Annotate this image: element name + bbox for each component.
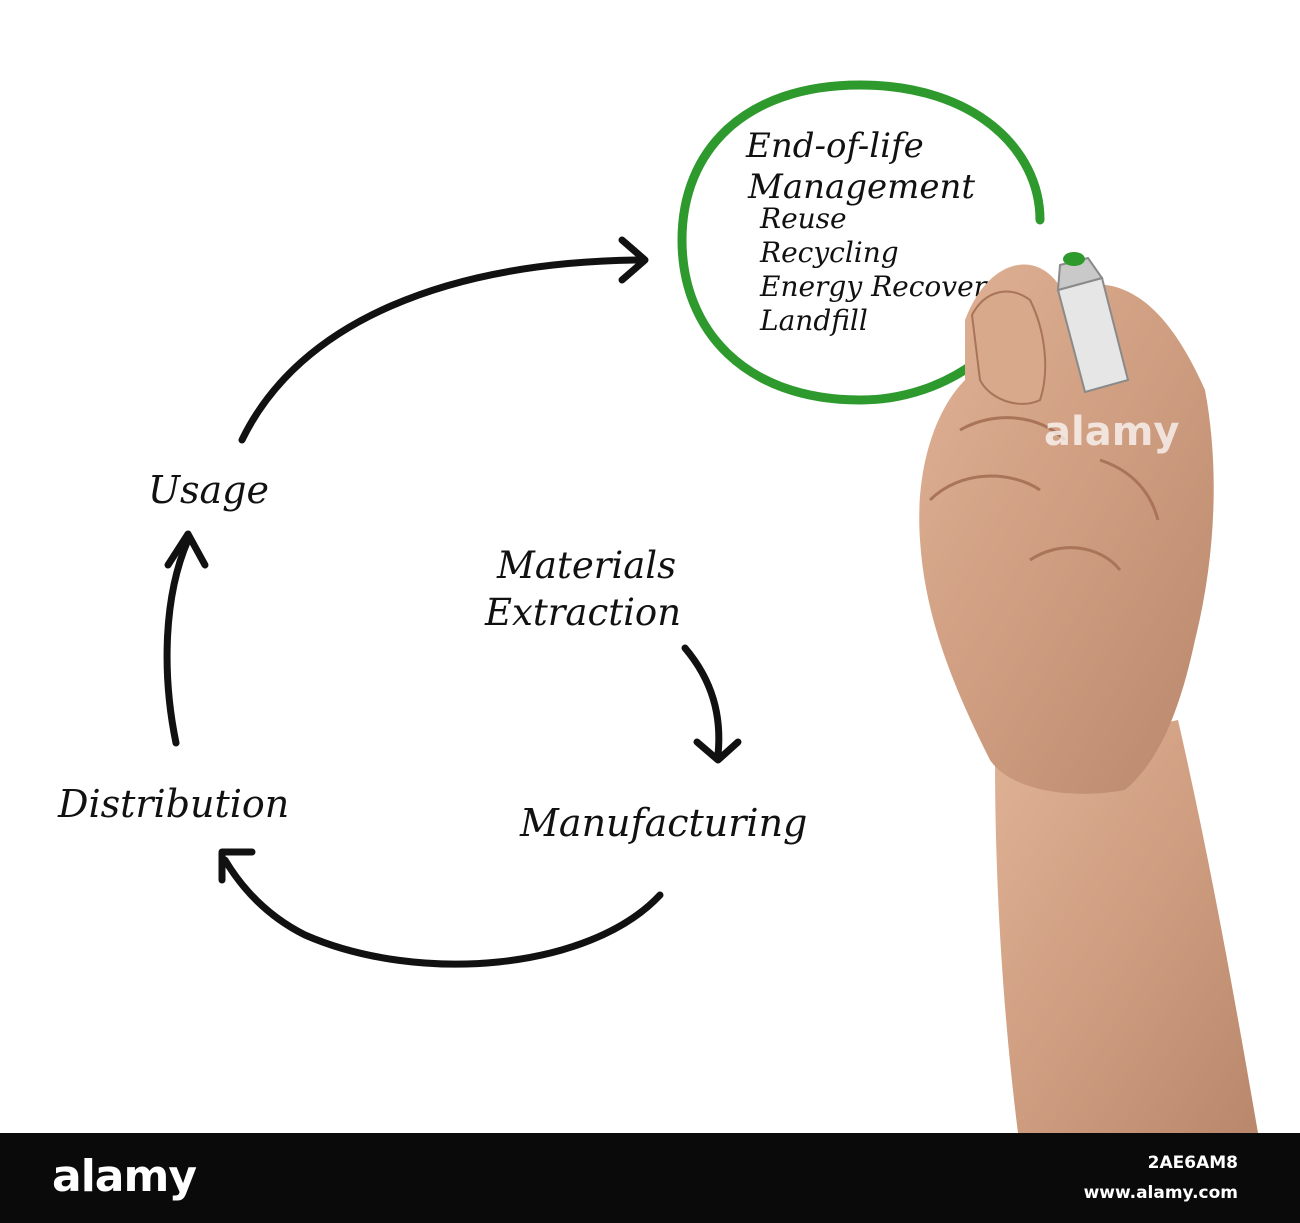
alamy-logo: alamy	[52, 1151, 197, 1202]
hand-with-marker: alamy	[919, 252, 1258, 1133]
end-of-life-item: Landfill	[759, 304, 868, 337]
arrow-materials-to-manufacturing	[681, 644, 742, 764]
image-id: 2AE6AM8	[1147, 1153, 1238, 1173]
stage-label-manufacturing: Manufacturing	[519, 801, 807, 845]
stage-label-distribution: Distribution	[57, 782, 289, 826]
diagram-canvas: Usage Materials Extraction Distribution …	[57, 80, 1258, 1133]
arrow-distribution-to-usage	[163, 530, 209, 747]
end-of-life-item: Recycling	[759, 236, 899, 269]
arrow-usage-to-end-of-life	[238, 236, 649, 444]
site-url: www.alamy.com	[1083, 1183, 1238, 1203]
end-of-life-circle	[677, 80, 1045, 405]
end-of-life-title-line1: End-of-life	[745, 126, 924, 166]
footer-bar: alamy 2AE6AM8 www.alamy.com	[0, 1133, 1300, 1223]
stage-label-materials-line1: Materials	[496, 544, 676, 587]
end-of-life-item: Energy Recovery	[759, 270, 1004, 303]
stage-label-usage: Usage	[148, 468, 269, 512]
stage-label-materials-line2: Extraction	[484, 591, 681, 634]
end-of-life-title-line2: Management	[747, 167, 975, 207]
marker-icon	[1056, 252, 1130, 394]
watermark-text: alamy	[1044, 409, 1179, 455]
arrow-manufacturing-to-distribution	[218, 848, 664, 968]
end-of-life-item: Reuse	[759, 202, 847, 235]
